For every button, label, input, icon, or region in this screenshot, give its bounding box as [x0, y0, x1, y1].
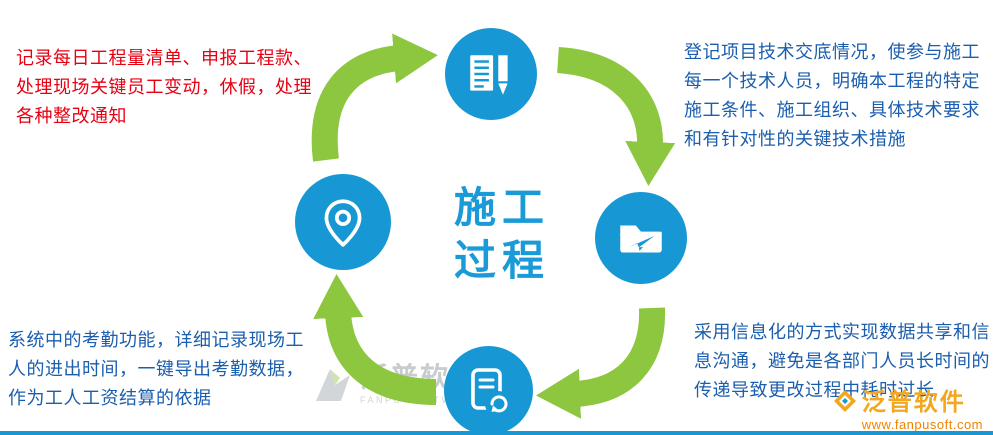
arrow-right-to-bottom	[536, 307, 666, 419]
process-step-documents-circle	[595, 192, 687, 284]
diagram-title-line1: 施工	[453, 184, 550, 231]
location-pin-icon	[324, 199, 362, 247]
process-step-records-circle	[445, 28, 537, 120]
note-daily-records: 记录每日工程量清单、申报工程款、处理现场关键员工变动，休假，处理各种整改通知	[16, 48, 312, 127]
process-step-sync-circle	[444, 346, 533, 435]
footer-brand: 泛普软件 www.fanpusoft.com	[833, 389, 983, 433]
arrow-top-to-right	[556, 47, 676, 186]
bottom-accent-bar	[0, 431, 993, 435]
diagram-title-line2: 过程	[453, 236, 550, 284]
footer-brand-name: 泛普软件	[861, 389, 966, 416]
document-pencil-icon	[470, 55, 508, 95]
document-sync-icon	[470, 367, 511, 417]
diagram-title: 施工 过程	[444, 182, 560, 287]
arrow-left-to-top	[311, 33, 438, 162]
footer-brand-url: www.fanpusoft.com	[861, 417, 983, 433]
note-technical-disclosure: 登记项目技术交底情况，使参与施工每一个技术人员，明确本工程的特定施工条件、施工组…	[684, 42, 980, 150]
note-information-sharing: 采用信息化的方式实现数据共享和信息沟通，避免是各部门人员长时间的传递导致更改过程…	[694, 322, 990, 401]
process-step-location-circle	[295, 174, 391, 270]
note-attendance: 系统中的考勤功能，详细记录现场工人的进出时间，一键导出考勤数据，作为工人工资结算…	[8, 330, 304, 409]
footer-brand-logo-icon	[833, 390, 856, 412]
folder-send-icon	[620, 225, 662, 253]
